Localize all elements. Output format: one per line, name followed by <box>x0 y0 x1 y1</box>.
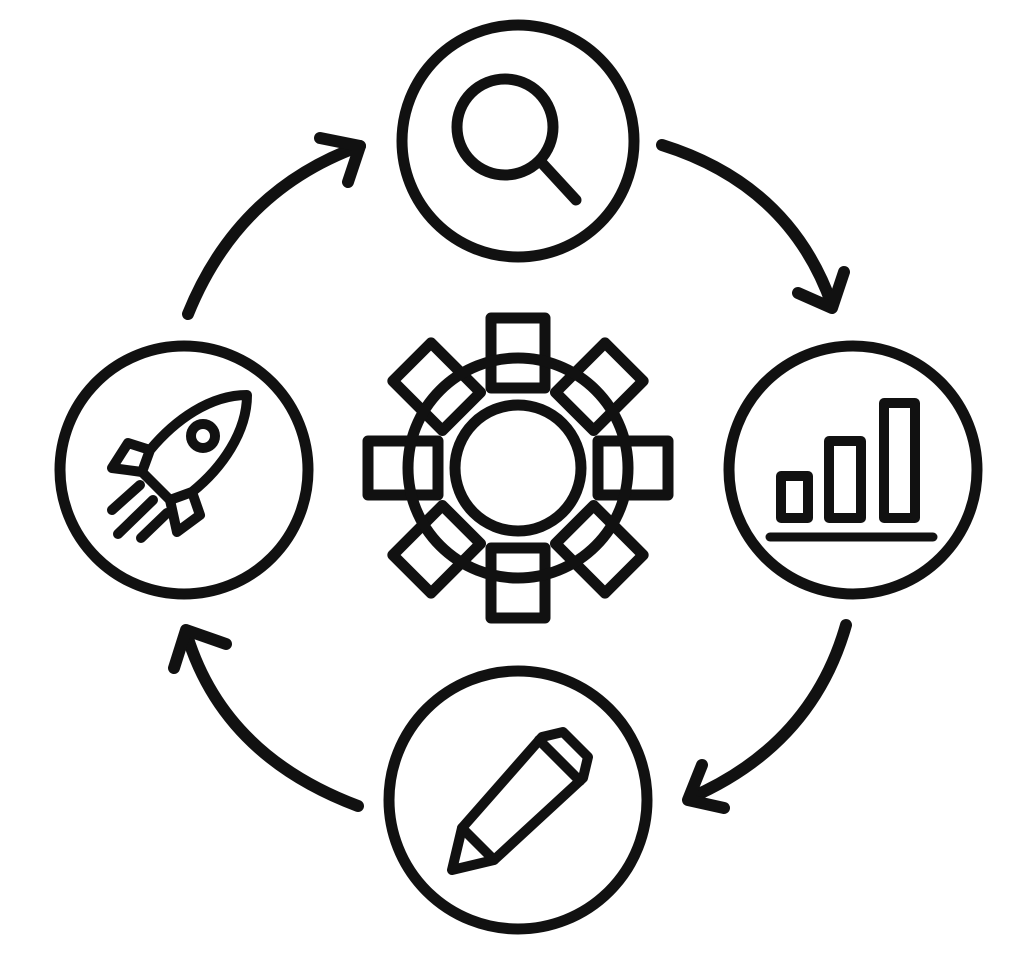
bar-chart-icon <box>765 398 938 542</box>
arrow-analyze-to-edit <box>682 619 852 814</box>
gear-icon <box>362 312 674 624</box>
cycle-arrows <box>168 132 852 814</box>
node-analyze <box>723 340 983 600</box>
node-analyze-circle <box>723 340 983 600</box>
arrow-search-to-analyze <box>656 139 850 314</box>
rocket-icon <box>107 390 252 543</box>
node-search <box>396 19 640 263</box>
node-launch-circle <box>54 340 314 600</box>
gear-body <box>402 352 634 584</box>
arrow-edit-to-launch <box>168 624 364 812</box>
pencil-icon <box>447 727 593 875</box>
gear-hole <box>449 399 587 537</box>
node-edit <box>383 665 653 935</box>
node-search-circle <box>396 19 640 263</box>
arrow-launch-to-search <box>182 132 366 320</box>
node-launch <box>54 340 314 600</box>
magnifying-glass-icon <box>451 73 582 206</box>
node-edit-circle <box>383 665 653 935</box>
